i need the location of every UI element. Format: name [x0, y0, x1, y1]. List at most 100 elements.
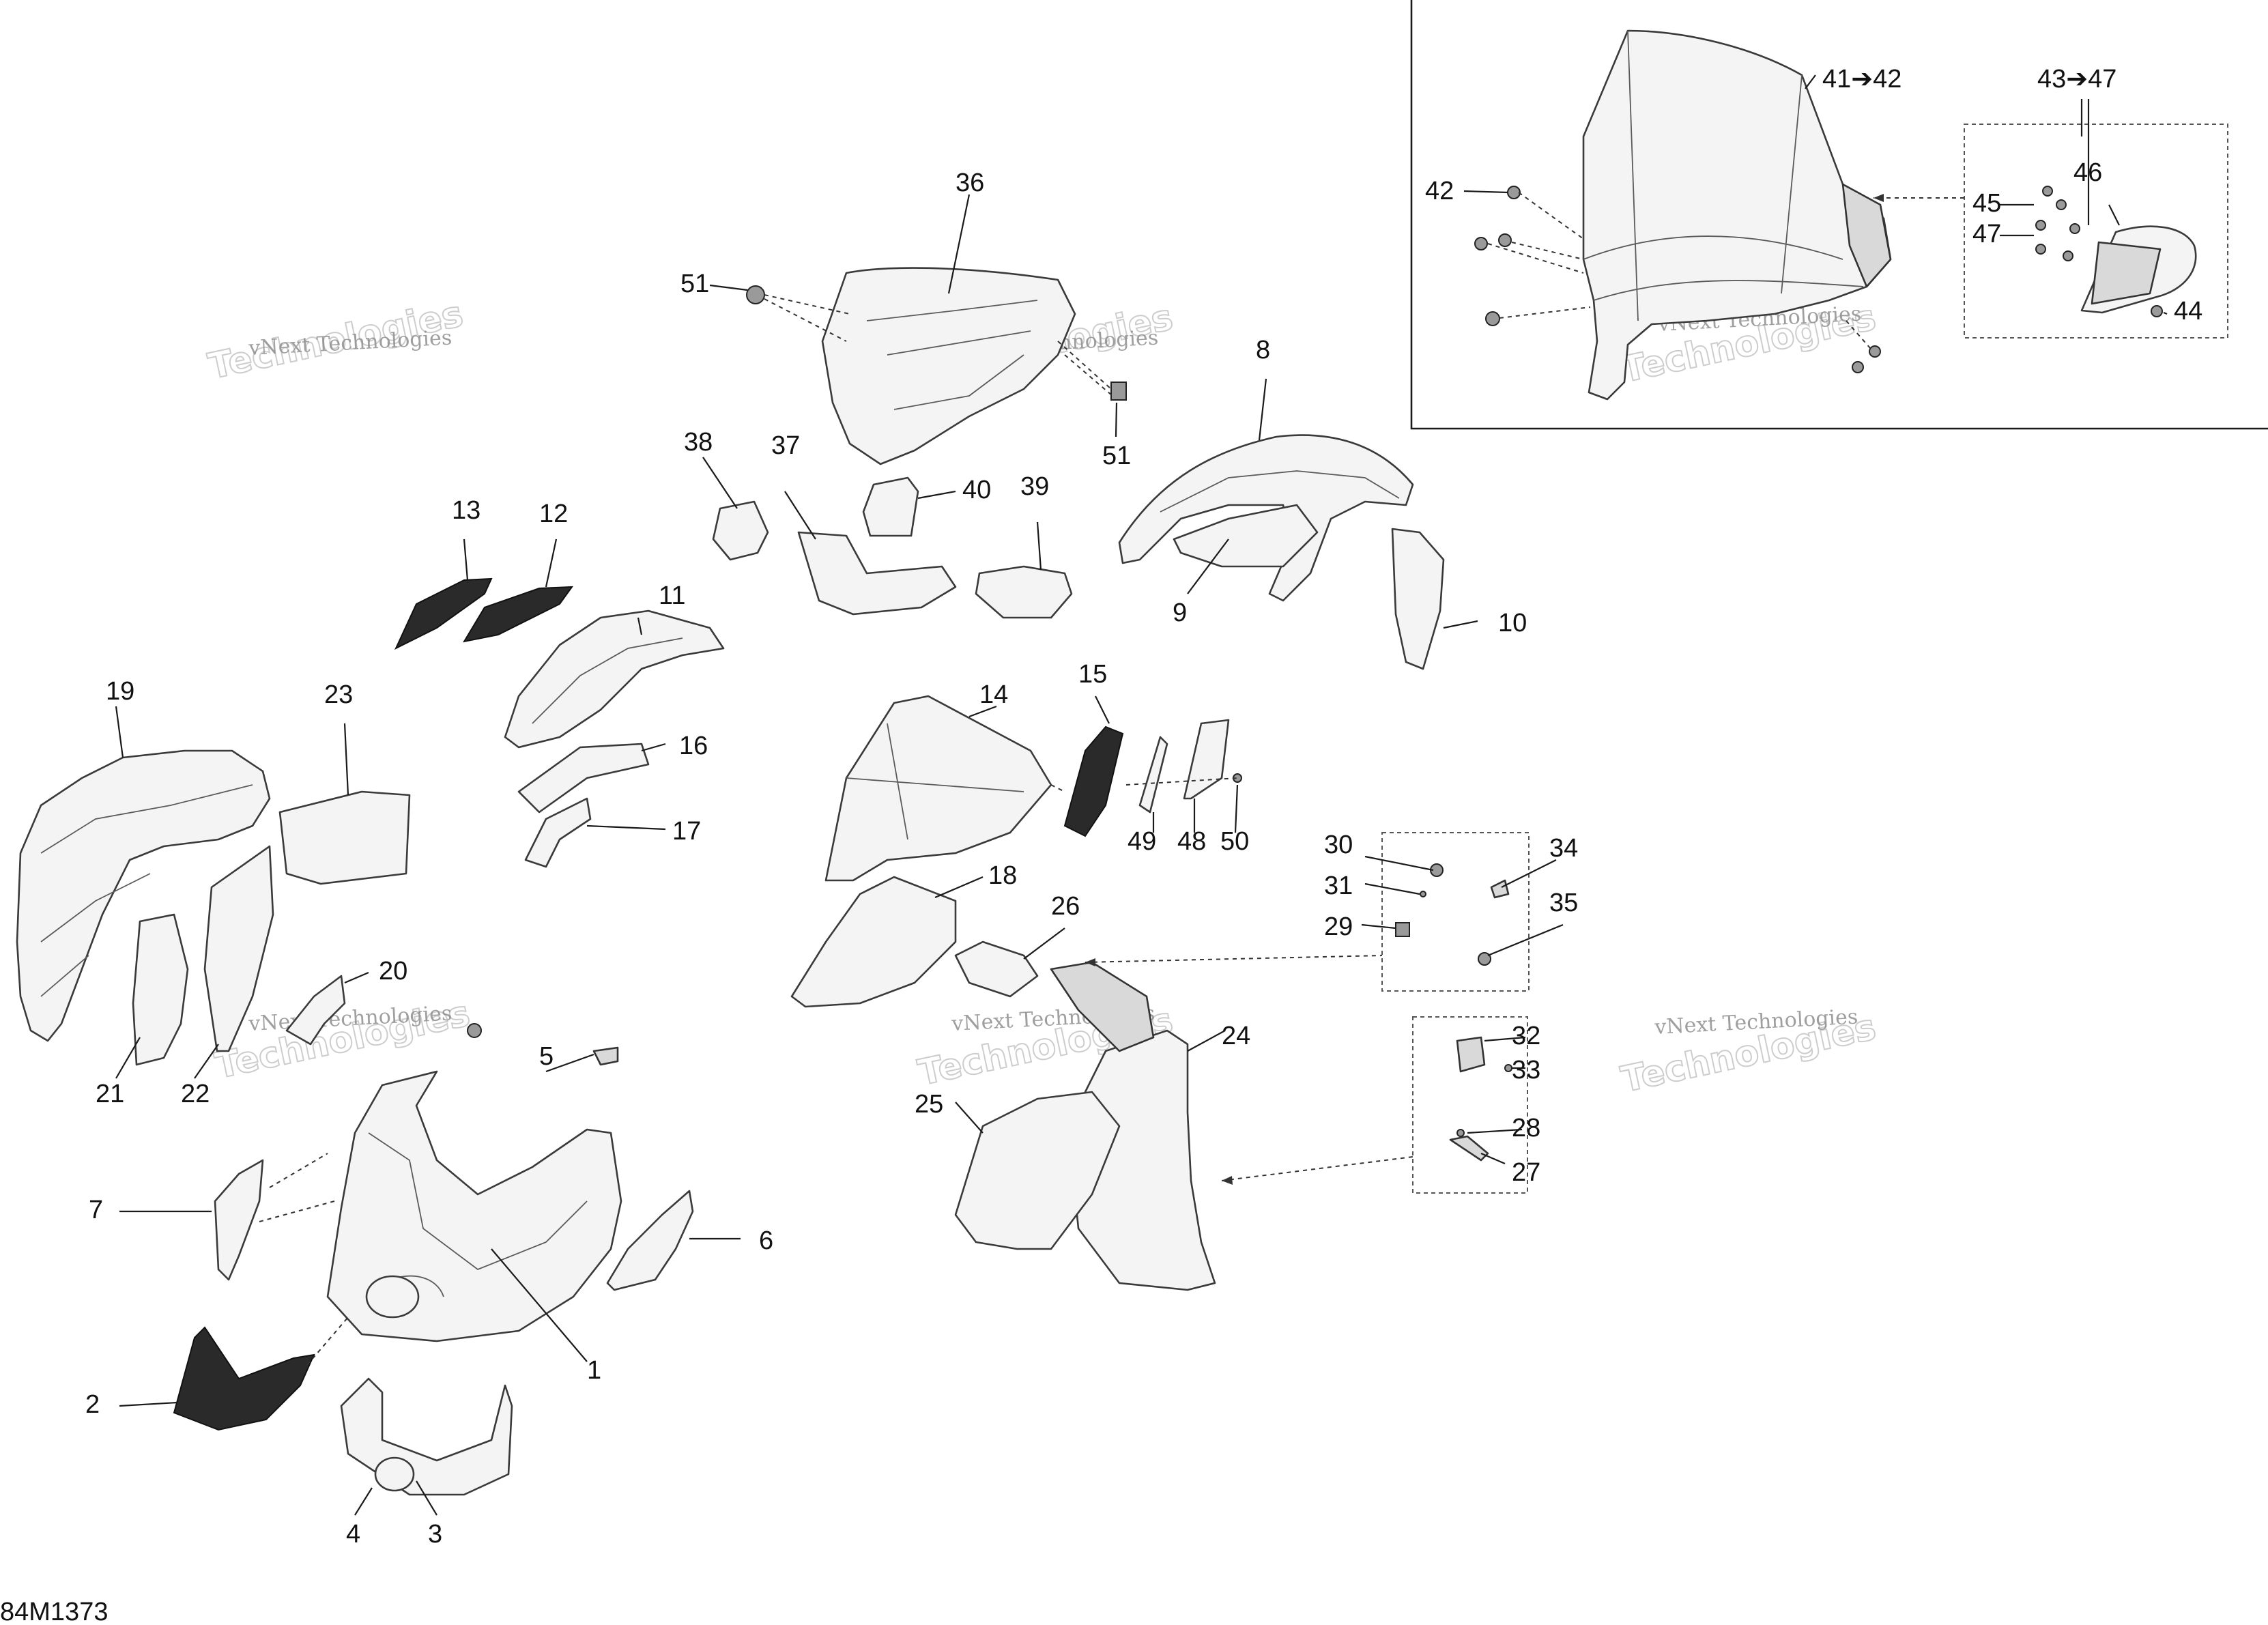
- bracket-26: [954, 940, 1039, 998]
- center-panels: [790, 695, 1242, 1008]
- washer-31: [1420, 891, 1426, 897]
- housing-detail: [866, 300, 1038, 410]
- nose-hole: [365, 1275, 420, 1319]
- washer-28: [1456, 1129, 1465, 1137]
- callout-21: 21: [96, 1080, 124, 1108]
- hardware-kits: [1381, 832, 1530, 1194]
- mesh-15: [1063, 725, 1124, 837]
- callout-4: 4: [346, 1520, 360, 1549]
- inset-frame: [1410, 0, 2268, 430]
- callout-13: 13: [452, 496, 480, 525]
- panel-40: [862, 476, 919, 537]
- washer: [2035, 244, 2046, 255]
- callout-51-right: 51: [1102, 442, 1131, 470]
- callout-28: 28: [1512, 1114, 1540, 1142]
- clip-34: [1490, 879, 1510, 899]
- callout-29: 29: [1324, 912, 1353, 941]
- arrowhead: [1222, 1176, 1233, 1185]
- lower-panel-hole: [374, 1456, 415, 1492]
- callout-49: 49: [1128, 827, 1156, 856]
- callout-6: 6: [759, 1226, 773, 1255]
- callout-46: 46: [2073, 158, 2102, 187]
- callout-35: 35: [1549, 889, 1578, 917]
- hardware-box-upper: [1381, 832, 1530, 992]
- callout-19: 19: [106, 677, 134, 706]
- grommet: [1110, 382, 1127, 401]
- mirror-glass: [2091, 241, 2162, 305]
- washer: [2042, 186, 2053, 197]
- panel-22: [203, 845, 274, 1052]
- callout-43-47: 43➔47: [2037, 65, 2116, 94]
- frame-8: [1118, 434, 1414, 602]
- watermarks: Technologies vNext Technologies Technolo…: [204, 293, 1880, 1102]
- callout-5: 5: [539, 1042, 554, 1071]
- callout-48: 48: [1177, 827, 1206, 856]
- callout-37: 37: [771, 431, 800, 460]
- panel-16: [517, 743, 650, 814]
- arrow-line-to-26: [1085, 955, 1383, 963]
- callout-32: 32: [1512, 1022, 1540, 1050]
- callout-11: 11: [659, 581, 685, 610]
- windshield-detail: [1583, 30, 1864, 321]
- callout-labels: 1 2 3 4 5 6 7 8 9 10 11 12 13 14 15 16 1…: [85, 65, 2202, 1549]
- mirror-kit-box: [1964, 124, 2228, 339]
- callout-42: 42: [1425, 177, 1454, 205]
- left-upper-panels: [394, 577, 725, 868]
- side-panel-24: [1070, 1029, 1216, 1291]
- callout-34: 34: [1549, 834, 1578, 863]
- washer: [2063, 250, 2073, 261]
- callout-7: 7: [89, 1196, 103, 1224]
- arrowhead: [1085, 958, 1095, 966]
- bracket-20: [285, 975, 346, 1046]
- callout-23: 23: [324, 680, 353, 709]
- nut-29: [1395, 922, 1410, 937]
- callout-1: 1: [587, 1356, 601, 1385]
- panel-9: [1173, 504, 1319, 568]
- clip-32: [1456, 1036, 1486, 1073]
- panel-11: [504, 609, 725, 749]
- panel-21: [132, 913, 189, 1066]
- panel-14-detail: [846, 723, 1024, 840]
- mesh-13: [394, 577, 493, 650]
- lower-right-group: [954, 940, 1413, 1291]
- nose-cone-group: [173, 1023, 694, 1496]
- lower-panel-3: [340, 1377, 513, 1496]
- hardware-box-lower: [1412, 1016, 1528, 1194]
- callout-9: 9: [1173, 599, 1187, 627]
- callout-38: 38: [684, 428, 713, 457]
- windshield-inset: [1410, 0, 2268, 430]
- panel-38: [712, 500, 769, 561]
- arrow-line-to-24: [1221, 1156, 1413, 1181]
- callout-27: 27: [1512, 1158, 1540, 1187]
- mesh-12: [462, 586, 574, 643]
- grommet: [746, 285, 765, 304]
- washer: [2056, 199, 2067, 210]
- bracket-7: [214, 1159, 264, 1281]
- panel-17: [524, 797, 592, 868]
- callout-18: 18: [988, 861, 1017, 890]
- callout-16: 16: [679, 732, 708, 760]
- nose-panel-1: [326, 1070, 622, 1342]
- screw: [1869, 345, 1881, 358]
- windshield-bracket: [1841, 183, 1892, 288]
- screw: [1498, 233, 1512, 247]
- panel-37: [797, 531, 957, 616]
- callout-36: 36: [956, 169, 984, 197]
- callout-41-42: 41➔42: [1822, 65, 1901, 94]
- callout-20: 20: [379, 957, 407, 986]
- frame-detail: [1160, 470, 1400, 513]
- callout-15: 15: [1078, 660, 1107, 689]
- callout-14: 14: [979, 680, 1008, 709]
- headlight-housing-group: [746, 267, 1127, 465]
- callout-24: 24: [1222, 1022, 1250, 1050]
- bracket-27: [1449, 1135, 1489, 1162]
- panel-11-detail: [532, 637, 683, 724]
- callout-39: 39: [1020, 472, 1049, 501]
- left-side-panels: [16, 749, 411, 1066]
- panel-23: [278, 790, 411, 885]
- screw-35: [1478, 952, 1491, 966]
- screw: [2151, 305, 2163, 317]
- windshield: [1582, 29, 1892, 401]
- screw: [1485, 311, 1500, 326]
- side-panel-25: [954, 1091, 1121, 1250]
